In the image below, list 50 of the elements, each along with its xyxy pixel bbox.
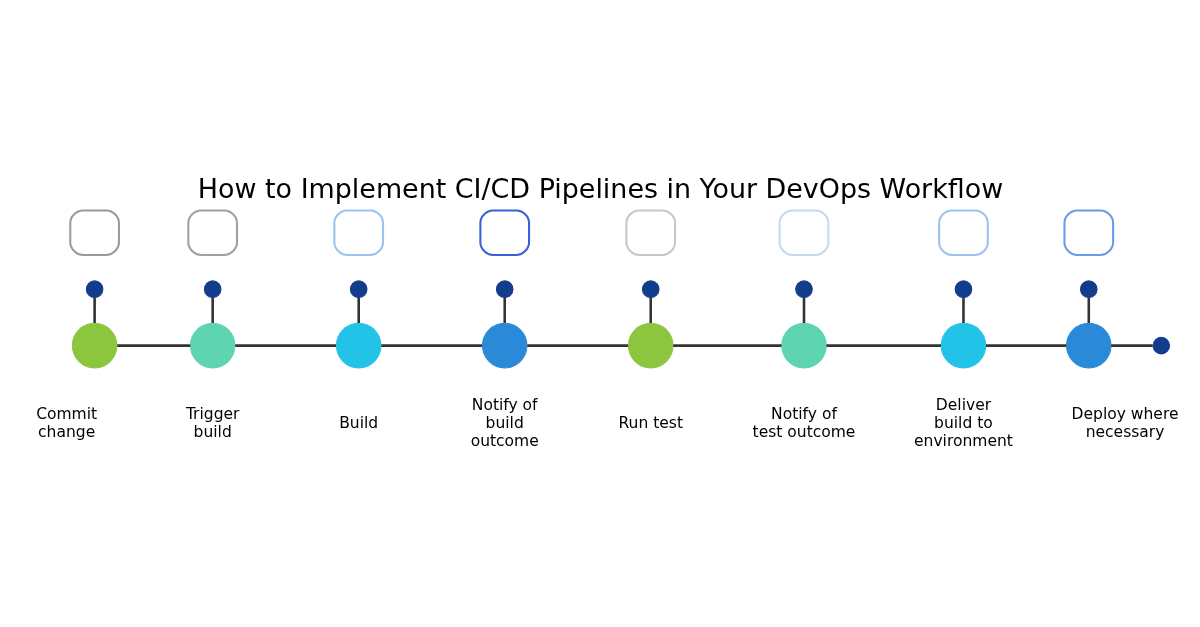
connector [380, 344, 482, 347]
connector [961, 297, 965, 323]
connector [92, 297, 96, 323]
connector [210, 297, 214, 323]
node-box [1062, 209, 1114, 257]
node-circle [794, 280, 813, 298]
node-box [778, 209, 829, 257]
node-circle [1151, 336, 1170, 355]
node-label: Deploy where necessary [1071, 405, 1178, 441]
node-box [68, 209, 120, 257]
connector [985, 344, 1066, 347]
node-label: Commit change [35, 405, 97, 441]
node-circle [780, 322, 827, 369]
node-circle [481, 322, 527, 369]
node-box [937, 209, 989, 257]
node-label: Notify of test outcome [752, 405, 855, 441]
node-label: Deliver build to environment [913, 396, 1013, 450]
connector [116, 344, 190, 347]
node-circle [189, 322, 235, 369]
node-circle [71, 322, 117, 369]
node-box [624, 209, 676, 257]
node-label: Build [338, 413, 378, 432]
node-circle [349, 280, 367, 298]
node-circle [85, 280, 103, 298]
node-label: Trigger build [185, 405, 239, 441]
connector [234, 344, 336, 347]
node-label: Run test [617, 413, 683, 432]
node-box [478, 209, 530, 257]
connector [802, 297, 805, 323]
diagram-title: How to Implement CI/CD Pipelines in Your DevOps Workflow [197, 172, 1003, 204]
node-circle [954, 280, 972, 298]
connector [1110, 344, 1153, 347]
node-circle [203, 280, 221, 298]
node-box [332, 209, 384, 257]
node-circle [1065, 322, 1112, 369]
node-circle [1079, 280, 1098, 298]
node-circle [495, 280, 513, 298]
connector [1087, 297, 1090, 323]
connector [526, 344, 628, 347]
connector [356, 297, 360, 323]
connector [672, 344, 781, 347]
node-circle [641, 280, 660, 298]
connector [502, 297, 506, 323]
node-box [186, 209, 238, 257]
node-circle [627, 322, 673, 369]
node-label: Notify of build outcome [470, 396, 539, 450]
node-circle [335, 322, 381, 369]
node-circle [940, 322, 986, 369]
connector [648, 297, 652, 323]
connector [825, 344, 941, 347]
